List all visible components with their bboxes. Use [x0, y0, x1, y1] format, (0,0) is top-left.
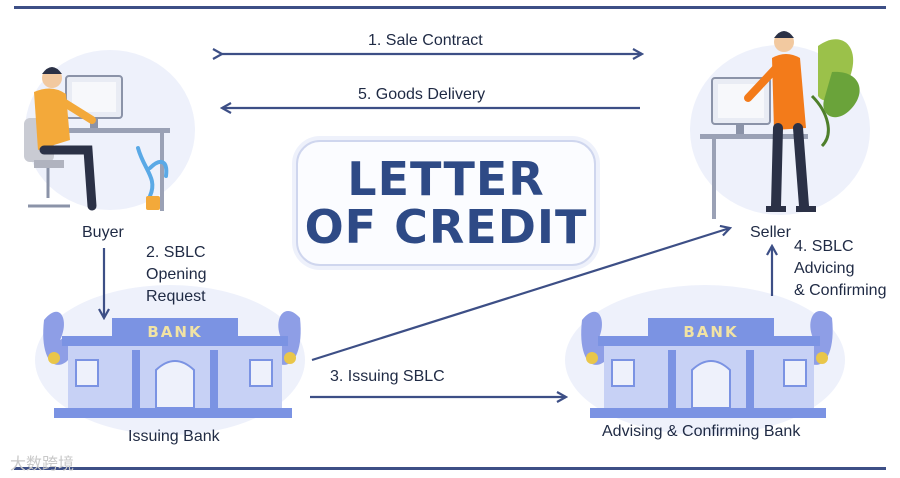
seller-illustration — [700, 31, 860, 219]
step-3-label: 3. Issuing SBLC — [330, 368, 445, 385]
title-line-1: LETTER — [347, 152, 545, 206]
issuing-bank-label: Issuing Bank — [128, 428, 220, 445]
buyer-label: Buyer — [82, 224, 124, 241]
seller-label: Seller — [750, 224, 791, 241]
bottom-border — [14, 467, 886, 470]
step-4-label-line3: & Confirming — [794, 282, 887, 299]
advising-bank-label: Advising & Confirming Bank — [602, 423, 801, 440]
buyer-illustration — [24, 67, 170, 211]
step-4-label-line2: Advicing — [794, 260, 855, 277]
advising-bank-building: BANK — [581, 310, 833, 418]
letter-of-credit-title-box: LETTER OF CREDIT — [296, 140, 596, 266]
step-4-label-line1: 4. SBLC — [794, 238, 854, 255]
watermark-text: 大数跨境 — [10, 454, 75, 473]
step-2-label-line1: 2. SBLC — [146, 244, 206, 261]
step-5-label: 5. Goods Delivery — [358, 86, 486, 103]
step-1-label: 1. Sale Contract — [368, 32, 483, 49]
issuing-bank-to-seller-arrow — [311, 228, 730, 362]
advising-bank-sign: BANK — [683, 323, 738, 341]
step-2-label-line3: Request — [146, 288, 206, 305]
step-2-label-line2: Opening — [146, 266, 207, 283]
title-line-2: OF CREDIT — [304, 200, 588, 254]
issuing-bank-sign: BANK — [147, 323, 202, 341]
top-border — [14, 6, 886, 9]
issuing-bank-building: BANK — [43, 310, 301, 418]
